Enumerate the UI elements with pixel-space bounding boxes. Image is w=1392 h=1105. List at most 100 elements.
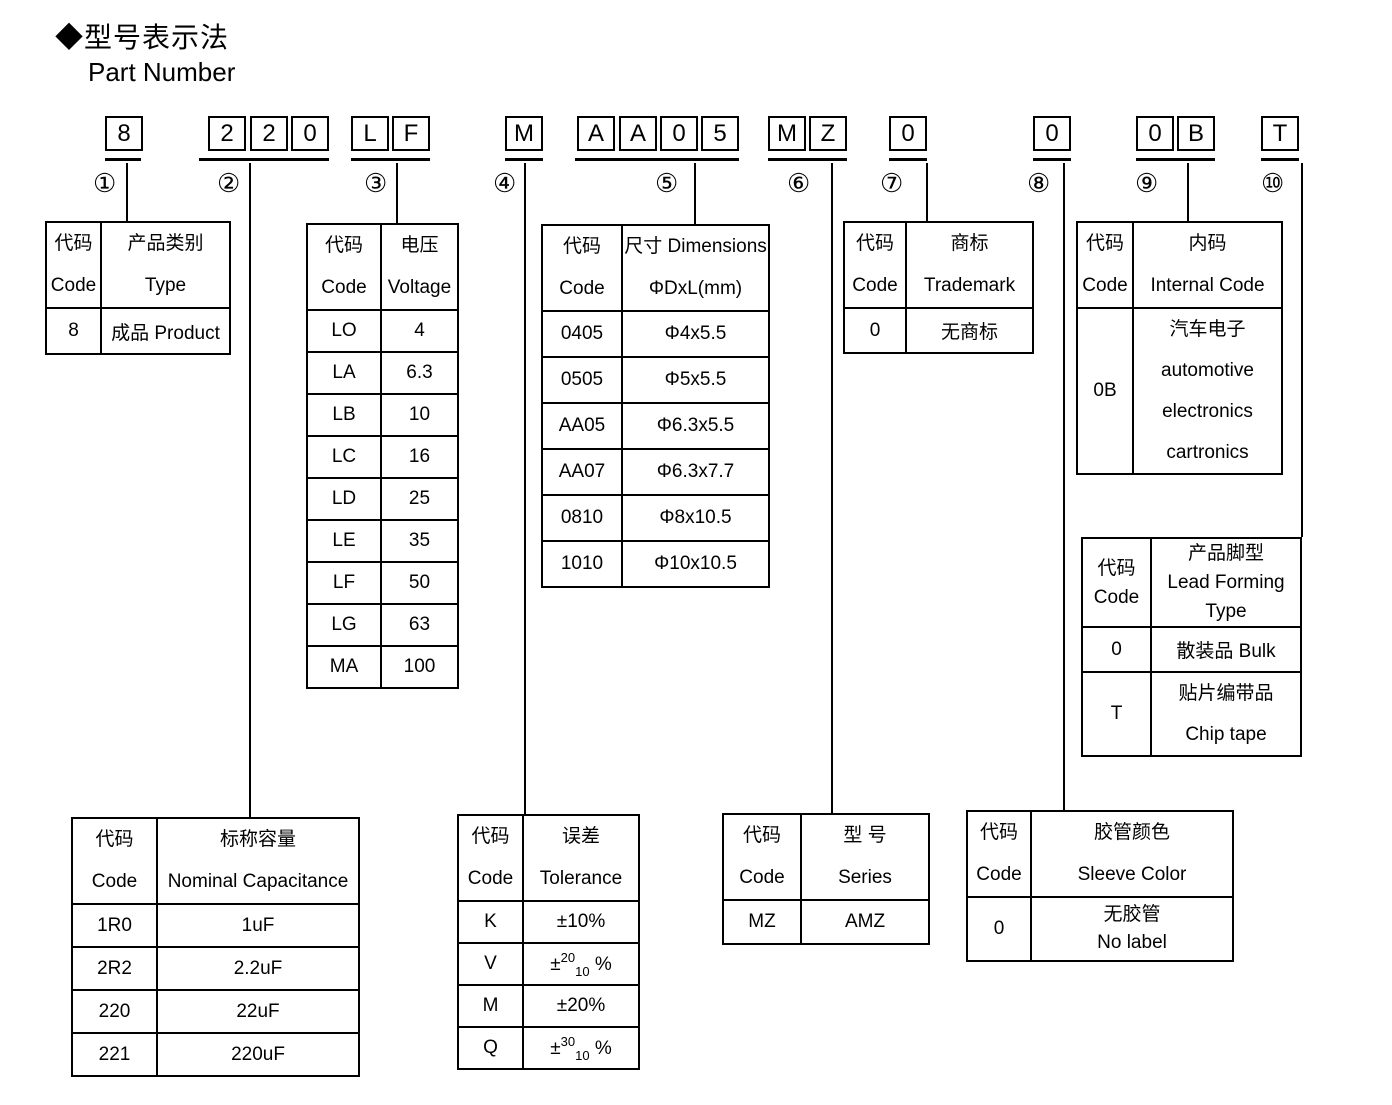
table-row: MZ AMZ: [722, 899, 930, 945]
group-marker: ⑩: [1261, 168, 1285, 198]
value-cell: 50: [380, 561, 459, 605]
part-number-char-box: M: [505, 116, 543, 151]
code-cell: 1R0: [71, 903, 158, 948]
group-underline: [1261, 158, 1299, 161]
value-cell: Φ4x5.5: [621, 310, 770, 358]
value-cell: ±10%: [522, 900, 640, 944]
value-cell: 100: [380, 645, 459, 689]
part-number-char-box: 0: [1033, 116, 1071, 151]
connector-line: [126, 163, 128, 221]
value-cell: Φ8x10.5: [621, 494, 770, 542]
code-cell: 0405: [541, 310, 623, 358]
connector-line: [1063, 163, 1065, 810]
table-row: 0 无胶管 No label: [966, 896, 1234, 962]
group-underline: [351, 158, 430, 161]
value-cell: 16: [380, 435, 459, 479]
part-number-char-box: F: [392, 116, 430, 151]
value-cell: ±20%: [522, 984, 640, 1028]
code-cell: Q: [457, 1026, 524, 1070]
group-marker: ②: [217, 168, 241, 198]
code-cell: 0: [843, 307, 907, 354]
part-number-char-box: A: [577, 116, 615, 151]
group-marker: ④: [493, 168, 517, 198]
connector-line: [396, 163, 398, 223]
value-cell: 成品 Product: [100, 307, 231, 355]
value-cell: 25: [380, 477, 459, 521]
code-cell: LE: [306, 519, 382, 563]
group-underline: [505, 158, 543, 161]
group-marker: ⑨: [1135, 168, 1159, 198]
value-cell: 无商标: [905, 307, 1034, 354]
group-marker: ⑧: [1027, 168, 1051, 198]
code-cell: 0: [1081, 626, 1152, 673]
part-number-char-box: 0: [660, 116, 698, 151]
part-number-char-box: B: [1177, 116, 1215, 151]
code-cell: MZ: [722, 899, 802, 945]
page-title-zh: ◆型号表示法: [55, 22, 230, 53]
table-row: T 贴片编带品 Chip tape: [1081, 671, 1302, 757]
value-cell: ±2010 %: [522, 942, 640, 986]
connector-line: [1301, 163, 1303, 537]
value-cell: 6.3: [380, 351, 459, 395]
table-row: V ±2010 %: [457, 942, 640, 986]
page-title-en: Part Number: [88, 57, 236, 87]
code-cell: LA: [306, 351, 382, 395]
code-cell: 220: [71, 989, 158, 1034]
group-underline: [199, 158, 329, 161]
code-cell: K: [457, 900, 524, 944]
part-number-char-box: Z: [809, 116, 847, 151]
part-number-char-box: 0: [1136, 116, 1174, 151]
group-underline: [105, 158, 141, 161]
value-cell: Φ6.3x5.5: [621, 402, 770, 450]
table-row: M ±20%: [457, 984, 640, 1028]
part-number-char-box: M: [768, 116, 806, 151]
group-marker: ①: [93, 168, 117, 198]
connector-line: [524, 163, 526, 814]
connector-line: [831, 163, 833, 813]
lead-forming-header-cell: 产品脚型 Lead Forming Type: [1150, 537, 1302, 628]
code-cell: LG: [306, 603, 382, 647]
group-marker: ⑥: [787, 168, 811, 198]
code-cell: V: [457, 942, 524, 986]
value-cell: Φ10x10.5: [621, 540, 770, 588]
connector-line: [249, 163, 251, 817]
group-underline: [768, 158, 847, 161]
table-row: 0 散装品 Bulk: [1081, 626, 1302, 673]
value-cell: 4: [380, 309, 459, 353]
code-cell: T: [1081, 671, 1152, 757]
part-number-char-box: 2: [250, 116, 288, 151]
code-cell: LD: [306, 477, 382, 521]
table-row: Q ±3010 %: [457, 1026, 640, 1070]
value-cell: 220uF: [156, 1032, 360, 1077]
group-marker: ⑦: [880, 168, 904, 198]
code-cell: LB: [306, 393, 382, 437]
table-row: 0B 汽车电子 automotive electronics cartronic…: [1076, 307, 1283, 475]
